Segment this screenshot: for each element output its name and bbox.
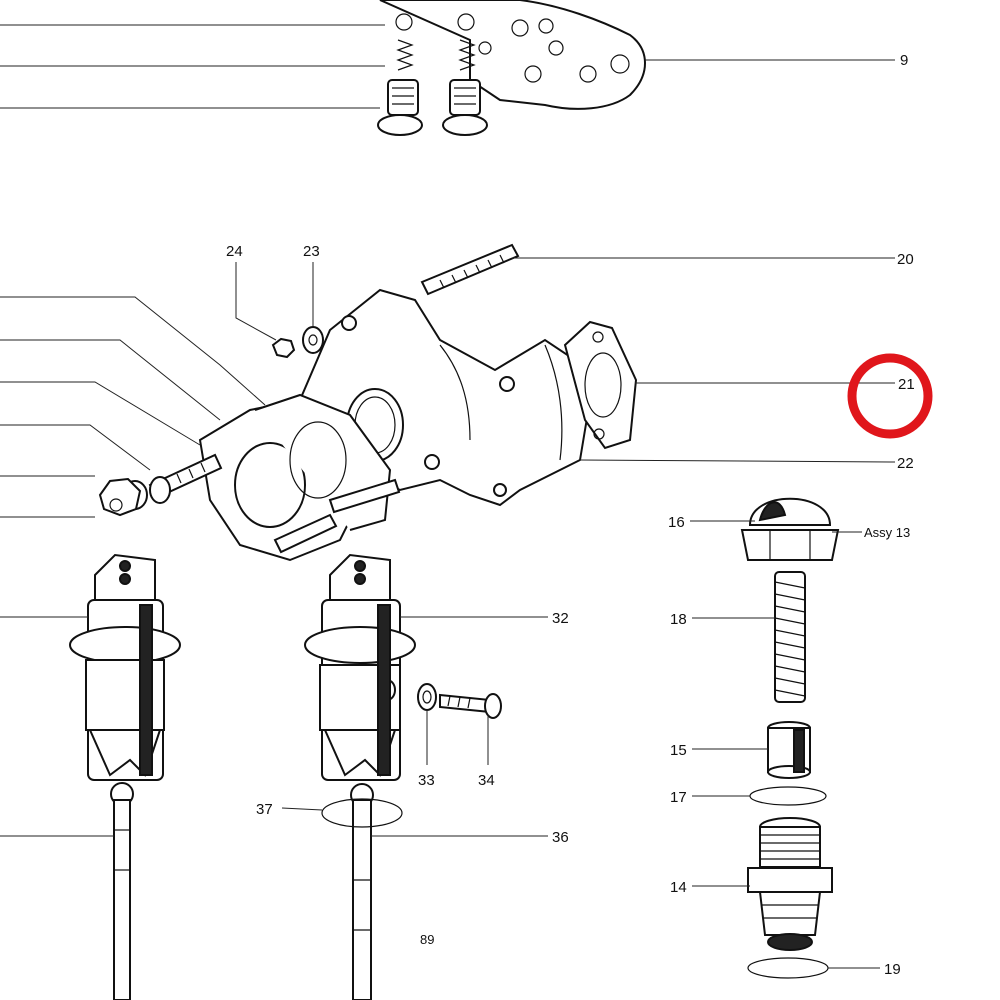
needle-36 bbox=[350, 783, 374, 1000]
callout-24: 24 bbox=[226, 243, 243, 260]
washer-33 bbox=[417, 683, 437, 711]
callout-23: 23 bbox=[303, 243, 320, 260]
callout-14: 14 bbox=[670, 879, 687, 896]
callout-34: 34 bbox=[478, 772, 495, 789]
callout-17: 17 bbox=[670, 789, 687, 806]
callout-37: 37 bbox=[256, 801, 273, 818]
needle-left bbox=[110, 782, 134, 1000]
callout-18: 18 bbox=[670, 611, 687, 628]
o-ring-37 bbox=[321, 798, 403, 828]
callout-36: 36 bbox=[552, 829, 569, 846]
screw-34 bbox=[439, 693, 502, 719]
callout-9: 9 bbox=[900, 52, 908, 69]
callout-15: 15 bbox=[670, 742, 687, 759]
washer-17 bbox=[749, 786, 827, 806]
cap-nut-16 bbox=[740, 497, 840, 561]
callout-22: 22 bbox=[897, 455, 914, 472]
bush-15 bbox=[767, 721, 811, 779]
flange-gasket-21 bbox=[563, 320, 638, 450]
nut-24 bbox=[271, 337, 296, 359]
stud-20 bbox=[420, 243, 520, 296]
callout-19: 19 bbox=[884, 961, 901, 978]
callout-32: 32 bbox=[552, 610, 569, 627]
piston-32 bbox=[304, 553, 416, 781]
jet-housing-14 bbox=[747, 817, 833, 951]
callout-20: 20 bbox=[897, 251, 914, 268]
washer-23 bbox=[302, 326, 324, 354]
page-number: 89 bbox=[420, 932, 434, 947]
highlight-circle bbox=[847, 353, 933, 439]
spacer-block-assembly bbox=[98, 393, 401, 562]
callout-33: 33 bbox=[418, 772, 435, 789]
piston-left bbox=[69, 553, 181, 781]
top-plate-assembly bbox=[377, 0, 646, 136]
spring-18 bbox=[774, 571, 806, 703]
callout-21: 21 bbox=[898, 376, 915, 393]
callout-16: 16 bbox=[668, 514, 685, 531]
washer-19 bbox=[747, 957, 829, 979]
callout-assy-13: Assy 13 bbox=[864, 525, 910, 540]
